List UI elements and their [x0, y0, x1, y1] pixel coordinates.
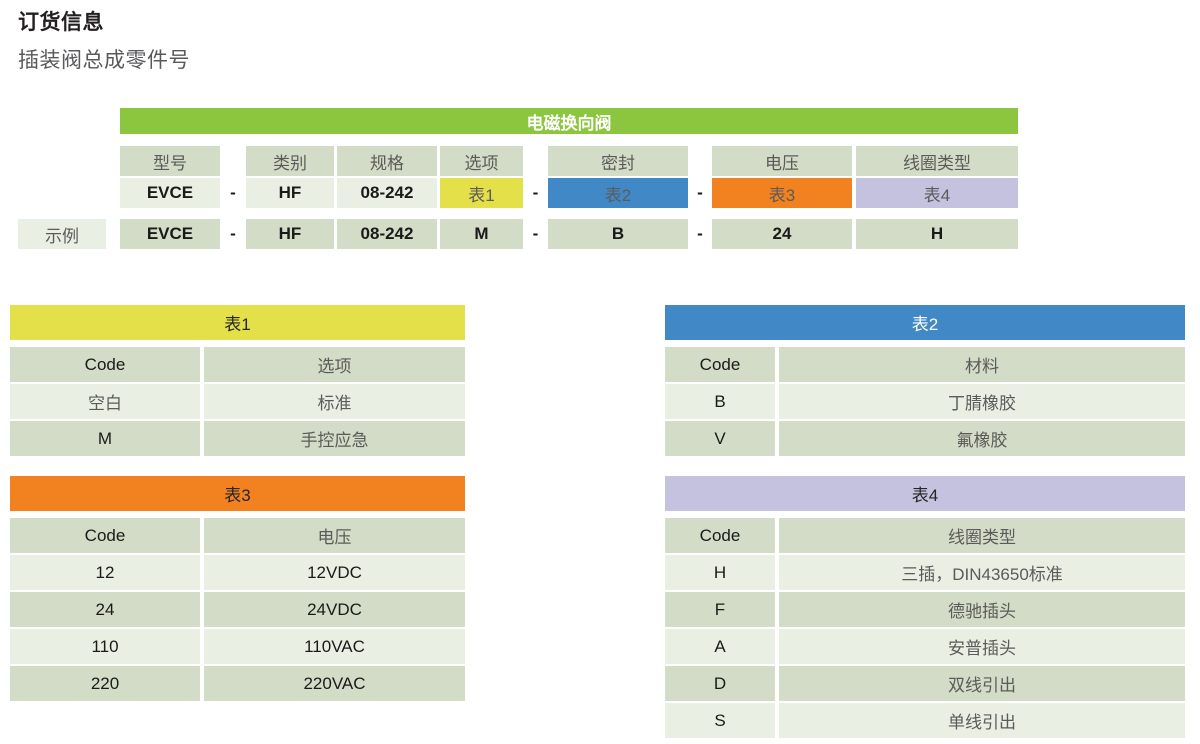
table4-row-1-desc: 德驰插头 — [779, 592, 1185, 627]
table4-row-3-code: D — [665, 666, 775, 701]
table4-row-4-code: S — [665, 703, 775, 738]
table2-row-0-desc: 丁腈橡胶 — [779, 384, 1185, 419]
ordering-header-model: 型号 — [120, 146, 220, 176]
page-title: 订货信息 — [18, 11, 104, 34]
table2-row-1-desc: 氟橡胶 — [779, 421, 1185, 456]
table3: 表3 Code 电压 12 12VDC 24 24VDC 110 110VAC … — [10, 476, 465, 701]
ordering-code-option: 表1 — [440, 178, 523, 208]
table4-col-code: Code — [665, 518, 775, 553]
table1-row-1-code: M — [10, 421, 200, 456]
page-subtitle: 插装阀总成零件号 — [18, 49, 190, 72]
table4-row-3-desc: 双线引出 — [779, 666, 1185, 701]
ordering-example-voltage: 24 — [712, 219, 852, 249]
table3-title: 表3 — [10, 476, 465, 511]
ordering-header-seal: 密封 — [548, 146, 688, 176]
ordering-example-separator-1: - — [230, 224, 236, 243]
ordering-code-separator-2: - — [532, 183, 539, 202]
ordering-header-voltage: 电压 — [712, 146, 852, 176]
ordering-header-category: 类别 — [246, 146, 334, 176]
table1-row-0-desc: 标准 — [204, 384, 465, 419]
table2-col-code: Code — [665, 347, 775, 382]
table1-row-1-desc: 手控应急 — [204, 421, 465, 456]
table3-row-3-code: 220 — [10, 666, 200, 701]
ordering-example-seal: B — [548, 219, 688, 249]
table4: 表4 Code 线圈类型 H 三插，DIN43650标准 F 德驰插头 A 安普… — [665, 476, 1185, 738]
ordering-example-category: HF — [246, 219, 334, 249]
table3-row-2-desc: 110VAC — [204, 629, 465, 664]
ordering-code-voltage: 表3 — [712, 178, 852, 208]
table4-row-4-desc: 单线引出 — [779, 703, 1185, 738]
table1-row-0-code: 空白 — [10, 384, 200, 419]
ordering-example-label: 示例 — [18, 219, 106, 249]
ordering-header-option: 选项 — [440, 146, 523, 176]
table4-col-desc: 线圈类型 — [779, 518, 1185, 553]
table2-title: 表2 — [665, 305, 1185, 340]
ordering-example-size: 08-242 — [337, 219, 437, 249]
table3-row-1-code: 24 — [10, 592, 200, 627]
table4-row-0-desc: 三插，DIN43650标准 — [779, 555, 1185, 590]
table2: 表2 Code 材料 B 丁腈橡胶 V 氟橡胶 — [665, 305, 1185, 456]
table1-col-desc: 选项 — [204, 347, 465, 382]
ordering-banner: 电磁换向阀 — [120, 108, 1018, 134]
ordering-header-size: 规格 — [337, 146, 437, 176]
table4-title: 表4 — [665, 476, 1185, 511]
ordering-example-model: EVCE — [120, 219, 220, 249]
table3-row-0-desc: 12VDC — [204, 555, 465, 590]
table3-row-2-code: 110 — [10, 629, 200, 664]
table4-row-1-code: F — [665, 592, 775, 627]
ordering-code-separator-1: - — [230, 183, 236, 202]
table3-row-0-code: 12 — [10, 555, 200, 590]
ordering-code-model: EVCE — [120, 178, 220, 208]
table1: 表1 Code 选项 空白 标准 M 手控应急 — [10, 305, 465, 456]
table3-row-3-desc: 220VAC — [204, 666, 465, 701]
ordering-example-option: M — [440, 219, 523, 249]
ordering-code-seal: 表2 — [548, 178, 688, 208]
table2-row-0-code: B — [665, 384, 775, 419]
ordering-example-coil: H — [856, 219, 1018, 249]
table3-col-code: Code — [10, 518, 200, 553]
ordering-code-coil: 表4 — [856, 178, 1018, 208]
table4-row-2-desc: 安普插头 — [779, 629, 1185, 664]
ordering-code-category: HF — [246, 178, 334, 208]
table2-col-desc: 材料 — [779, 347, 1185, 382]
table4-row-2-code: A — [665, 629, 775, 664]
ordering-example-separator-3: - — [697, 224, 703, 243]
ordering-example-separator-2: - — [532, 224, 539, 243]
ordering-code-size: 08-242 — [337, 178, 437, 208]
table1-title: 表1 — [10, 305, 465, 340]
table1-col-code: Code — [10, 347, 200, 382]
ordering-code-separator-3: - — [697, 183, 703, 202]
table3-col-desc: 电压 — [204, 518, 465, 553]
table4-row-0-code: H — [665, 555, 775, 590]
table2-row-1-code: V — [665, 421, 775, 456]
ordering-header-coil: 线圈类型 — [856, 146, 1018, 176]
table3-row-1-desc: 24VDC — [204, 592, 465, 627]
